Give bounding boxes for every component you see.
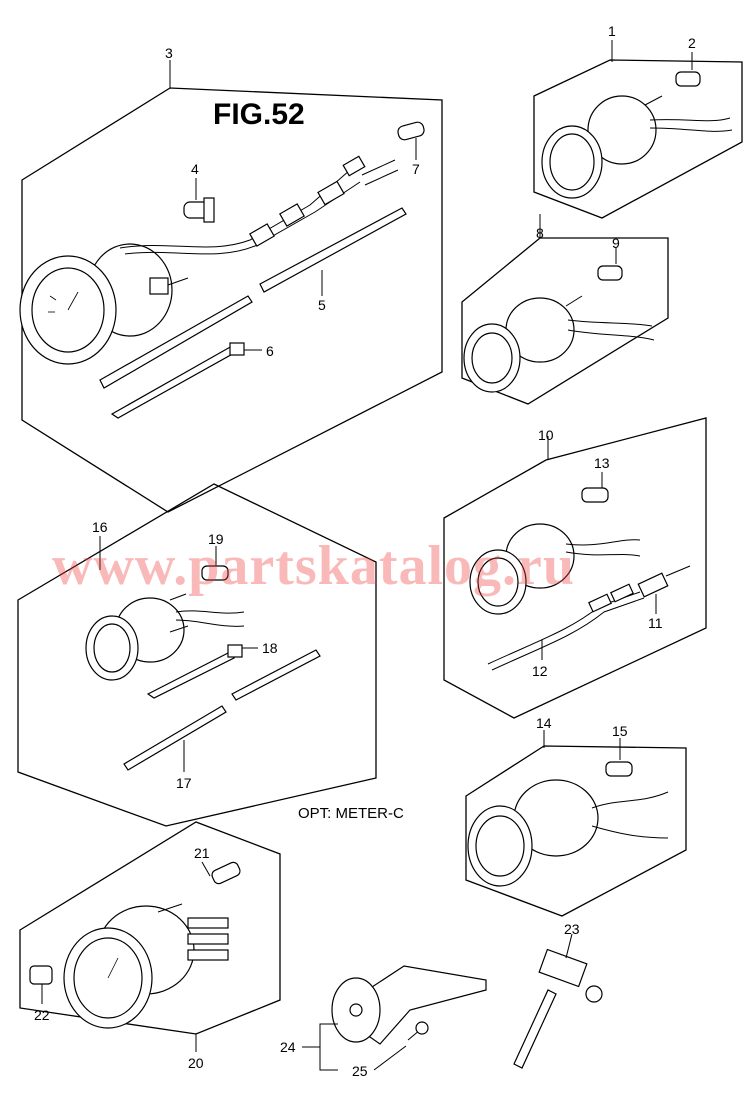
callout-14: 14 — [536, 715, 552, 731]
callout-16: 16 — [92, 519, 108, 535]
watermark: www.partskatalog.ru — [52, 535, 575, 597]
callout-24: 24 — [280, 1039, 296, 1055]
callout-4: 4 — [191, 161, 199, 177]
callout-2: 2 — [688, 35, 696, 51]
callout-25: 25 — [352, 1063, 368, 1079]
callout-9: 9 — [612, 235, 620, 251]
parts-24-25 — [302, 965, 487, 1071]
callout-3: 3 — [165, 45, 173, 61]
callout-1: 1 — [608, 23, 616, 39]
callout-23: 23 — [564, 921, 580, 937]
callout-10: 10 — [538, 427, 554, 443]
callout-8: 8 — [536, 225, 544, 241]
callout-5: 5 — [318, 297, 326, 313]
panel-10 — [443, 417, 707, 719]
panel-14 — [465, 730, 687, 917]
callout-6: 6 — [266, 343, 274, 359]
bulb-4 — [183, 197, 215, 223]
panel-3 — [19, 60, 443, 513]
callout-13: 13 — [594, 455, 610, 471]
callout-18: 18 — [262, 640, 278, 656]
callout-12: 12 — [532, 663, 548, 679]
callout-21: 21 — [194, 845, 210, 861]
callout-11: 11 — [648, 615, 663, 631]
callout-7: 7 — [412, 161, 420, 177]
lever-23 — [513, 933, 603, 1069]
panel-1 — [533, 40, 743, 219]
cable-tie-6 — [110, 342, 245, 419]
callout-17: 17 — [176, 775, 192, 791]
callout-20: 20 — [188, 1055, 204, 1071]
figure-title: FIG.52 — [213, 98, 305, 131]
panel-8 — [461, 214, 669, 405]
panel-16 — [17, 483, 377, 827]
tube-5 — [99, 207, 407, 389]
bulb-7 — [397, 121, 425, 141]
figure-caption: OPT: METER-C — [298, 805, 404, 822]
gauge-3 — [19, 243, 189, 365]
callout-15: 15 — [612, 723, 628, 739]
panel-20 — [19, 821, 281, 1052]
callout-22: 22 — [34, 1007, 50, 1023]
callout-19: 19 — [208, 531, 224, 547]
